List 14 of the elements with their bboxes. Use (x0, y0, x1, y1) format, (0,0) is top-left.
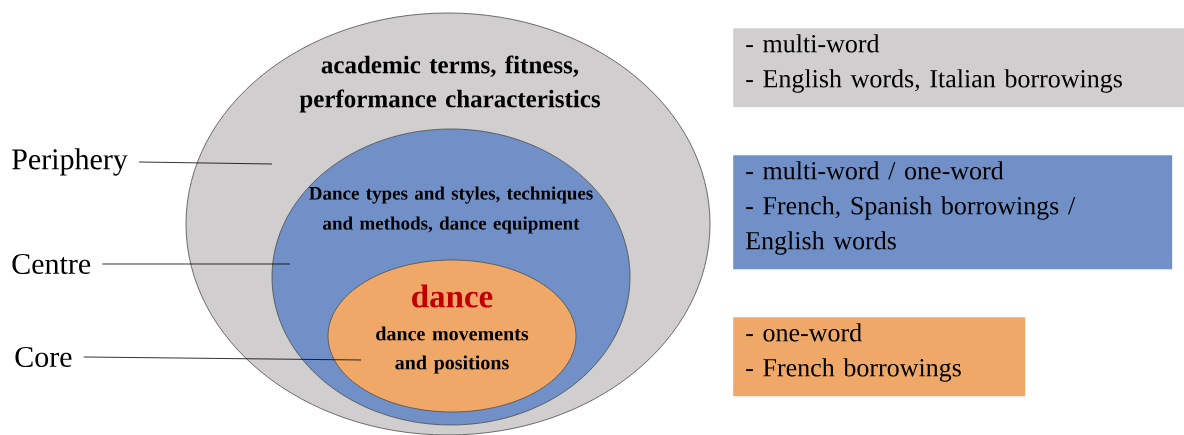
leader-line (138, 161, 273, 165)
side-label: Core (15, 346, 72, 368)
side-label: Centre (12, 253, 91, 275)
info-box: - multi-word / one-word - French, Spanish borrowings / English words (733, 155, 1173, 270)
info-box: - one-word - French borrowings (733, 317, 1026, 397)
info-box: - multi-word - English words, Italian borrowings (733, 28, 1184, 108)
leader-line (83, 356, 362, 361)
heading: dance (412, 284, 493, 308)
side-label: Periphery (12, 148, 128, 176)
ellipse-text: academic terms, fitness, performance characteristics (299, 55, 601, 113)
leader-line (101, 263, 291, 265)
ellipse (327, 259, 577, 413)
ellipse-text: dance movements and positions (376, 326, 529, 374)
ellipse-text: Dance types and styles, techniques and methods, dance equipment (309, 186, 593, 234)
